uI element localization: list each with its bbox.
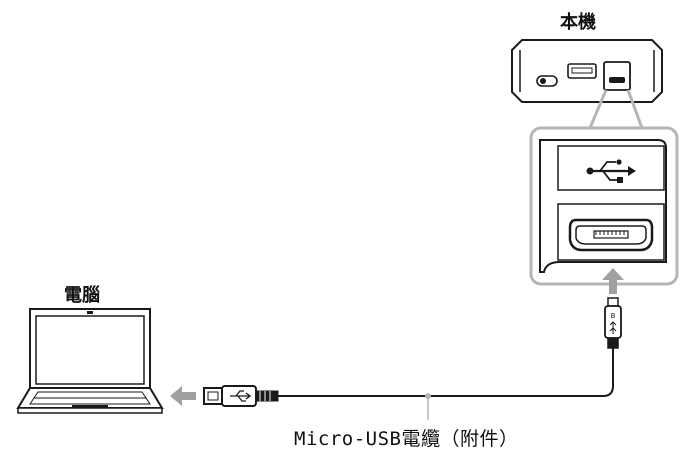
connect-arrow-icon <box>170 386 196 406</box>
laptop-computer <box>16 308 164 414</box>
cable-label: Micro-USB電纜（附件） <box>294 428 519 450</box>
usb-a-plug <box>203 385 279 407</box>
insert-arrow-icon <box>602 268 624 294</box>
micro-usb-port-small-icon <box>609 77 625 83</box>
micro-usb-plug: B <box>604 297 622 349</box>
usb-icon <box>586 159 636 183</box>
device-label: 本機 <box>560 12 596 33</box>
port-callout <box>529 126 679 286</box>
usb-a-port-icon <box>567 63 597 79</box>
computer-label: 電腦 <box>64 285 100 306</box>
svg-text:B: B <box>611 312 616 320</box>
device-unit <box>511 39 663 103</box>
micro-usb-port-icon <box>557 203 665 261</box>
usb-cable <box>278 348 614 397</box>
callout-leader <box>588 89 644 129</box>
power-switch-icon <box>536 75 558 87</box>
